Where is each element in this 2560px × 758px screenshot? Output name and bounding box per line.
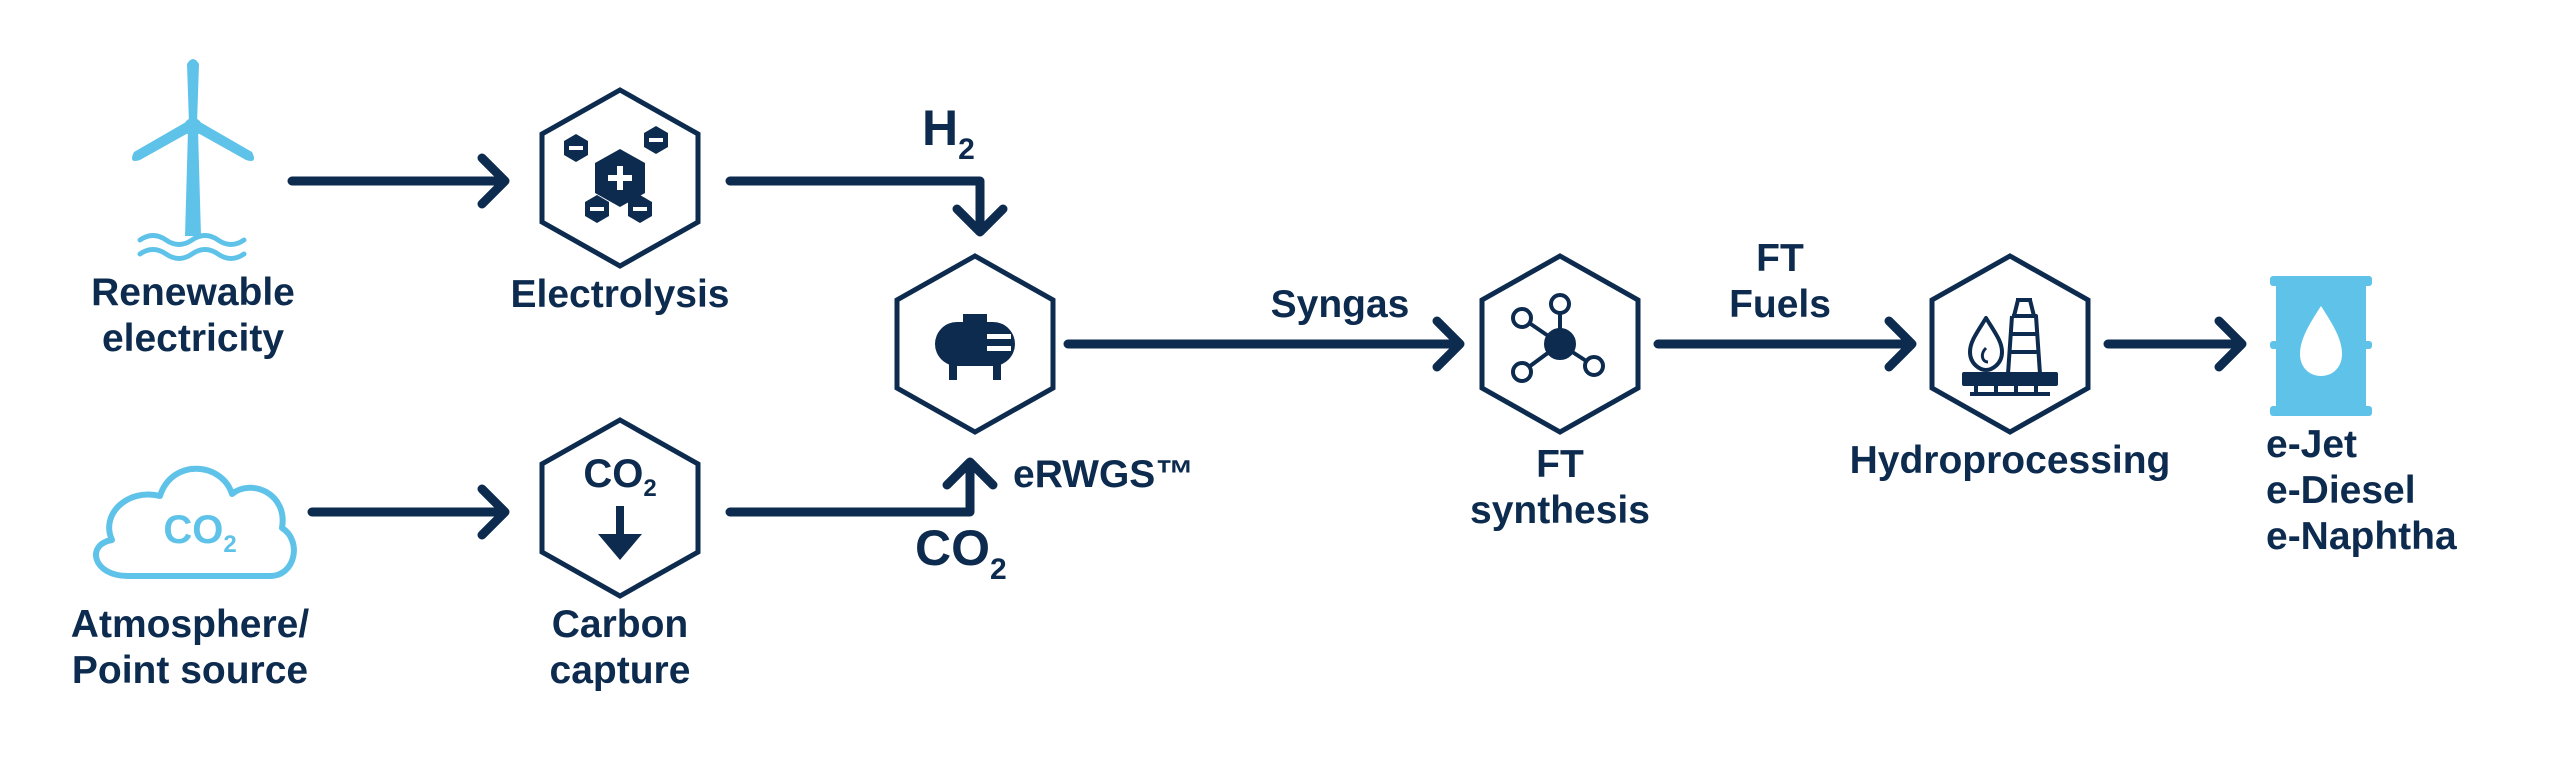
arrow-atmosphere-to-capture	[307, 484, 510, 540]
co2-cloud-icon	[93, 465, 297, 579]
h2-main: H	[922, 100, 959, 156]
arrow-electrolysis-to-erwgs	[725, 176, 1008, 237]
erwgs-label: eRWGS™	[1013, 453, 1195, 496]
arrow-erwgs-to-ft	[1063, 316, 1465, 372]
arrow-capture-to-erwgs	[725, 457, 998, 517]
ft-synthesis-node	[1482, 256, 1638, 432]
product-e-jet: e-Jet	[2266, 423, 2358, 466]
cloud-co2-sub: 2	[223, 531, 237, 558]
hydroprocessing-node	[1932, 256, 2088, 432]
electrolysis-label: Electrolysis	[510, 273, 730, 316]
co2-sub: 2	[990, 553, 1007, 586]
capture-co2-sub: 2	[643, 475, 657, 502]
carbon-capture-label-line1: Carbon	[551, 603, 689, 646]
wind-turbine-icon	[132, 59, 254, 261]
cloud-co2-text: CO2	[150, 508, 250, 567]
ft-fuels-line1: FT	[1756, 237, 1804, 280]
renewable-label-line1: Renewable	[91, 271, 295, 314]
h2-sub: 2	[958, 133, 975, 166]
ft-synthesis-label-line2: synthesis	[1470, 489, 1650, 532]
renewable-label: Renewable electricity	[68, 270, 318, 362]
co2-main: CO	[915, 520, 990, 576]
product-e-naphtha: e-Naphtha	[2266, 515, 2457, 558]
capture-co2-main: CO	[583, 452, 644, 496]
connectors	[287, 153, 2247, 540]
product-e-diesel: e-Diesel	[2266, 469, 2416, 512]
molecule-cluster-icon	[564, 126, 668, 223]
reactor-tank-icon	[935, 314, 1015, 380]
hydroprocessing-label: Hydroprocessing	[1849, 439, 2171, 482]
fuel-barrel-icon	[2270, 276, 2372, 416]
cloud-co2-main: CO	[163, 508, 224, 552]
ft-fuels-line2: Fuels	[1729, 283, 1831, 326]
capture-co2-text: CO2	[570, 452, 670, 511]
arrow-ft-to-hydro	[1653, 316, 1917, 372]
erwgs-node	[897, 256, 1053, 432]
atmosphere-label-line2: Point source	[71, 649, 309, 692]
ft-synthesis-label-line1: FT	[1536, 443, 1584, 486]
ft-fuels-flow-label: FT Fuels	[1700, 236, 1860, 328]
atmosphere-label-line1: Atmosphere/	[70, 603, 310, 646]
atmosphere-label: Atmosphere/ Point source	[40, 602, 340, 694]
syngas-flow-label: Syngas	[1270, 283, 1410, 326]
catalyst-node-icon	[1511, 293, 1605, 383]
carbon-capture-label-line2: capture	[549, 649, 691, 692]
down-arrow-icon	[598, 506, 642, 560]
arrow-hydro-to-products	[2103, 316, 2247, 372]
products-list: e-Jet e-Diesel e-Naphtha	[2266, 422, 2457, 560]
carbon-capture-label: Carbon capture	[520, 602, 720, 694]
h2-flow-label: H2	[922, 100, 975, 178]
ft-synthesis-label: FT synthesis	[1430, 442, 1690, 534]
arrow-renewable-to-electrolysis	[287, 153, 510, 209]
electrolysis-node	[542, 90, 698, 266]
carbon-capture-node	[542, 420, 698, 596]
refinery-drop-icon	[1962, 298, 2058, 396]
renewable-label-line2: electricity	[101, 317, 285, 360]
co2-flow-label: CO2	[915, 520, 1007, 598]
